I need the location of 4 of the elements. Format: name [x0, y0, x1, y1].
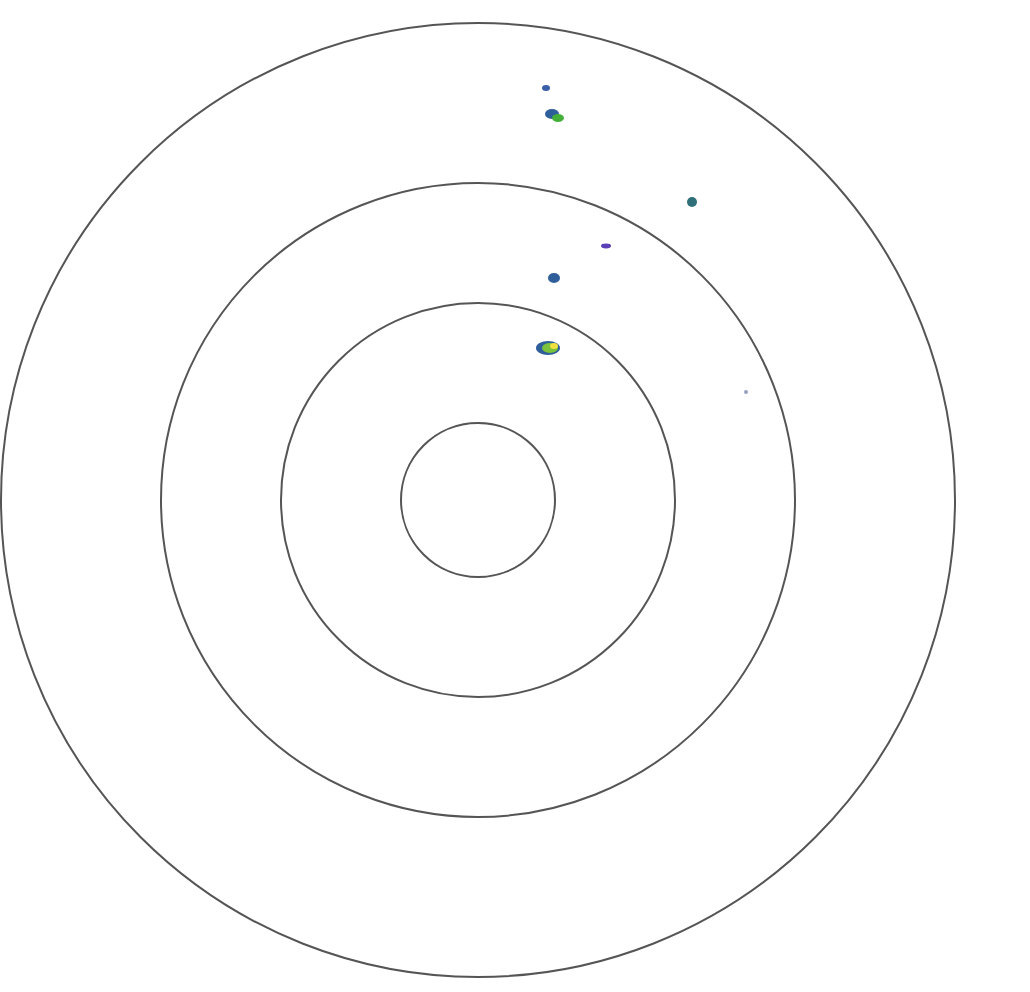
range-ring — [400, 422, 556, 578]
range-ring — [0, 22, 956, 978]
range-ring — [160, 182, 796, 818]
range-ring — [280, 302, 676, 698]
